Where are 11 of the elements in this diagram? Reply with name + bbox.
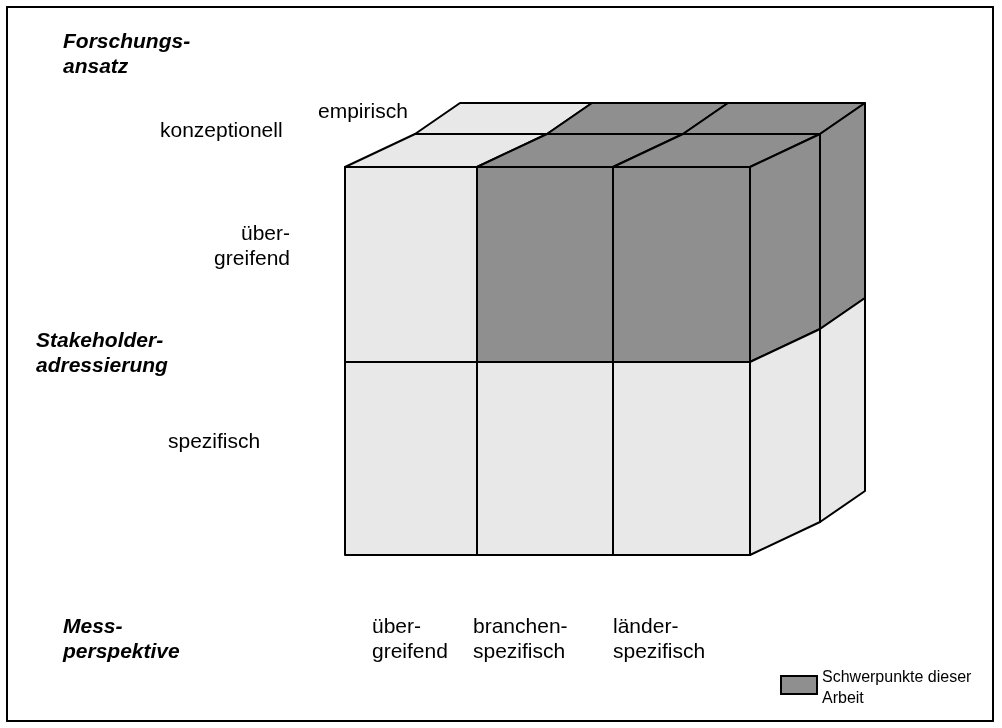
axis-title: Stakeholder- adressierung	[36, 327, 168, 377]
axis-value-label: länder- spezifisch	[613, 613, 706, 663]
axis-title: Mess- perspektive	[63, 613, 180, 663]
axis-value-label: konzeptionell	[160, 117, 283, 142]
axis-value-label: branchen- spezifisch	[473, 613, 568, 663]
axis-value-label: über- greifend	[213, 220, 290, 270]
axis-value-label: spezifisch	[168, 428, 261, 453]
legend-label: Schwerpunkte dieser Arbeit	[822, 667, 972, 708]
axis-title: Forschungs- ansatz	[63, 28, 191, 78]
axis-value-label: empirisch	[318, 98, 408, 123]
axis-value-label: über- greifend	[372, 613, 448, 663]
